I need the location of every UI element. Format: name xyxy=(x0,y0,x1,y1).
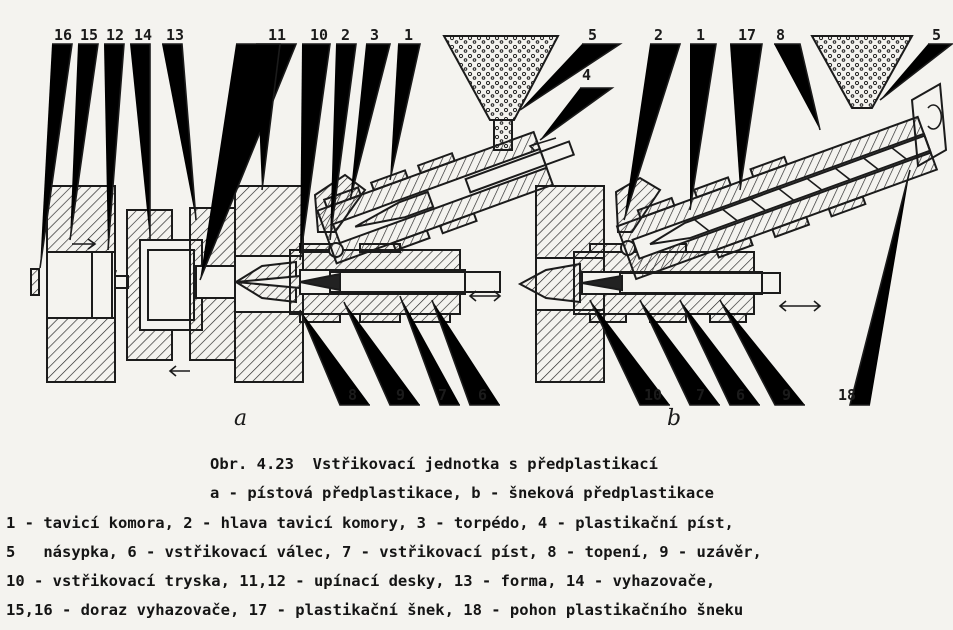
callout-number: 13 xyxy=(166,26,184,44)
subfigure-label-a: a xyxy=(234,406,247,431)
subfigure-a xyxy=(30,35,576,383)
screw-drive-18 xyxy=(910,82,948,168)
nozzle-b xyxy=(517,262,581,304)
leaders-a-top xyxy=(39,43,623,281)
callout-number: 2 xyxy=(654,26,663,44)
callout-number: 9 xyxy=(396,386,405,404)
melting-chamber-1 xyxy=(316,130,576,265)
arrow-a-plast xyxy=(528,137,557,152)
arrow-b-piston xyxy=(778,300,822,312)
callout-number: 2 xyxy=(341,26,350,44)
callout-number: 1 xyxy=(696,26,705,44)
legend-line: 15,16 - doraz vyhazovače, 17 - plastikač… xyxy=(6,601,744,619)
subfigure-b xyxy=(517,35,948,383)
hopper-5 xyxy=(442,35,560,121)
hopper-b xyxy=(810,35,914,109)
leaders-a-bottom xyxy=(299,295,500,406)
callout-number: 4 xyxy=(582,66,591,84)
arrow-a-bottom xyxy=(168,365,190,377)
arrow-a-piston xyxy=(468,290,502,302)
callout-number: 8 xyxy=(776,26,785,44)
callout-number: 7 xyxy=(696,386,705,404)
arrow-a-left xyxy=(72,238,97,250)
callout-number: 8 xyxy=(348,386,357,404)
screw-chamber-17 xyxy=(615,115,939,281)
legend-line: 10 - vstřikovací tryska, 11,12 - upínací… xyxy=(6,572,716,590)
callout-number: 9 xyxy=(782,386,791,404)
callout-number: 5 xyxy=(932,26,941,44)
figure-title: Obr. 4.23 Vstřikovací jednotka s předpla… xyxy=(210,455,658,473)
callout-number: 18 xyxy=(838,386,856,404)
ejector-stop-16 xyxy=(30,268,40,296)
callout-number: 12 xyxy=(106,26,124,44)
callout-number: 11 xyxy=(268,26,286,44)
callout-number: 17 xyxy=(738,26,756,44)
callout-number: 1 xyxy=(404,26,413,44)
callout-number: 15 xyxy=(80,26,98,44)
callout-number: 10 xyxy=(644,386,662,404)
torpedo-3 xyxy=(354,190,435,228)
figure-subtitle: a - pístová předplastikace, b - šneková … xyxy=(210,484,714,502)
subfigure-label-b: b xyxy=(667,406,681,431)
callout-number: 7 xyxy=(438,386,447,404)
callout-number: 14 xyxy=(134,26,152,44)
legend-line: 1 - tavicí komora, 2 - hlava tavicí komo… xyxy=(6,514,734,532)
plasticating-piston-4 xyxy=(464,140,576,194)
leaders-b xyxy=(589,43,953,406)
callout-number: 6 xyxy=(478,386,487,404)
callout-number: 3 xyxy=(370,26,379,44)
callout-number: 10 xyxy=(310,26,328,44)
callout-number: 16 xyxy=(54,26,72,44)
callout-number: 5 xyxy=(588,26,597,44)
legend-line: 5 násypka, 6 - vstřikovací válec, 7 - vs… xyxy=(6,543,762,561)
callout-number: 6 xyxy=(736,386,745,404)
